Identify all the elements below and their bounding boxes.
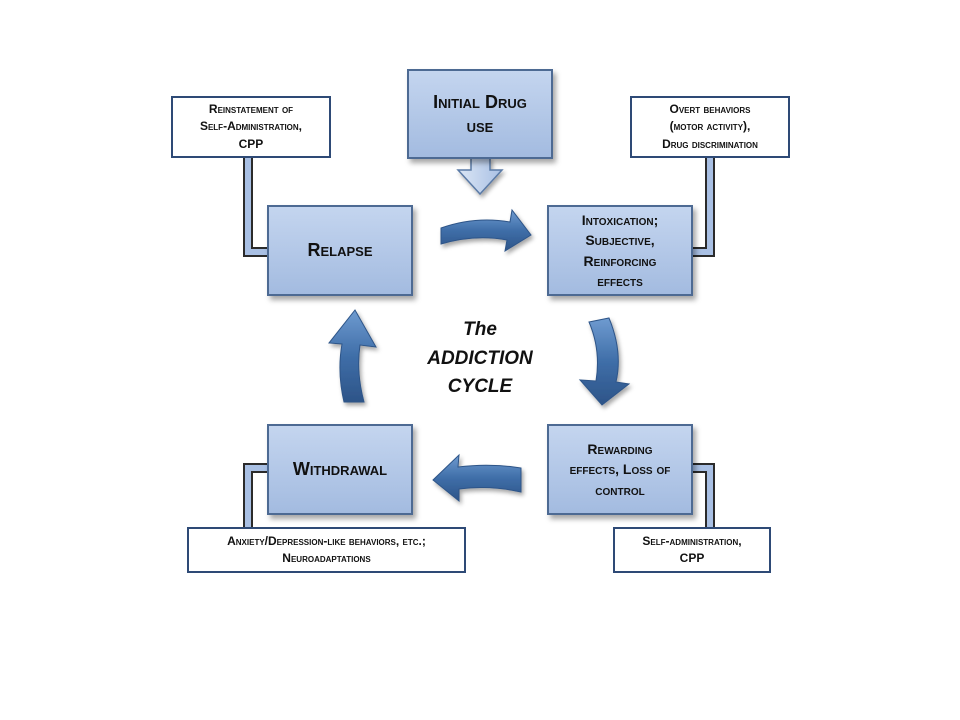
note-relapse-text: Reinstatement of Self-Administration, CP… xyxy=(199,101,303,151)
stage-rewarding-label: Rewarding effects, Loss of control xyxy=(569,441,671,498)
note-withdrawal: Anxiety/Depression-like behaviors, etc.;… xyxy=(187,527,466,573)
note-rewarding: Self-administration, CPP xyxy=(613,527,771,573)
note-intoxication-text: Overt behaviors (motor activity), Drug d… xyxy=(662,101,758,151)
stage-initial-drug-use-label: Initial Drug use xyxy=(433,91,527,136)
stage-withdrawal-label: Withdrawal xyxy=(292,459,388,480)
stage-rewarding: Rewarding effects, Loss of control xyxy=(547,424,693,515)
stage-withdrawal: Withdrawal xyxy=(267,424,413,515)
cycle-title-line2: ADDICTION xyxy=(427,347,533,369)
note-relapse: Reinstatement of Self-Administration, CP… xyxy=(171,96,331,158)
stage-relapse-label: Relapse xyxy=(307,240,373,261)
arrow-down-icon xyxy=(578,317,631,406)
stage-intoxication: Intoxication; Subjective, Reinforcing ef… xyxy=(547,205,693,296)
stage-intoxication-label: Intoxication; Subjective, Reinforcing ef… xyxy=(581,211,659,289)
cycle-title-line1: The xyxy=(463,319,497,340)
connector-withdrawal xyxy=(243,463,268,528)
stage-initial-drug-use: Initial Drug use xyxy=(407,69,553,159)
down-arrow-icon xyxy=(456,157,504,196)
note-withdrawal-text: Anxiety/Depression-like behaviors, etc.;… xyxy=(227,533,426,565)
note-intoxication: Overt behaviors (motor activity), Drug d… xyxy=(630,96,790,158)
stage-relapse: Relapse xyxy=(267,205,413,296)
cycle-title-line3: CYCLE xyxy=(447,376,513,397)
arrow-right-icon xyxy=(440,208,532,253)
connector-intoxication xyxy=(692,158,715,257)
arrow-left-icon xyxy=(432,453,522,503)
arrow-up-icon xyxy=(328,309,377,403)
cycle-title: The ADDICTION CYCLE xyxy=(405,316,555,402)
connector-rewarding xyxy=(692,463,715,528)
note-rewarding-text: Self-administration, CPP xyxy=(642,533,742,565)
connector-relapse xyxy=(243,158,268,257)
